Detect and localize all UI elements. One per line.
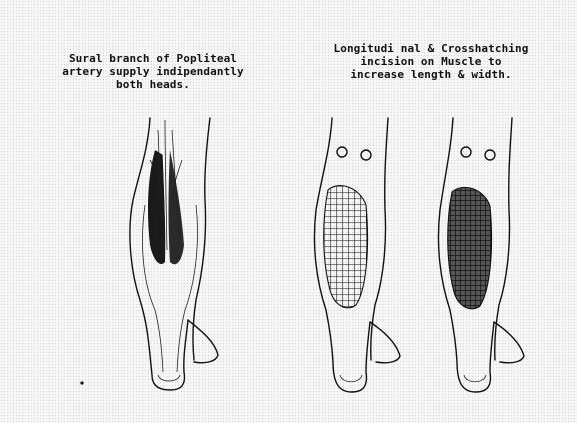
leg-figure-sural-artery bbox=[130, 118, 218, 390]
leg-figure-longitudinal-incision bbox=[314, 118, 400, 392]
leg-figure-crosshatching-incision bbox=[438, 118, 524, 392]
speck-mark bbox=[80, 381, 83, 384]
